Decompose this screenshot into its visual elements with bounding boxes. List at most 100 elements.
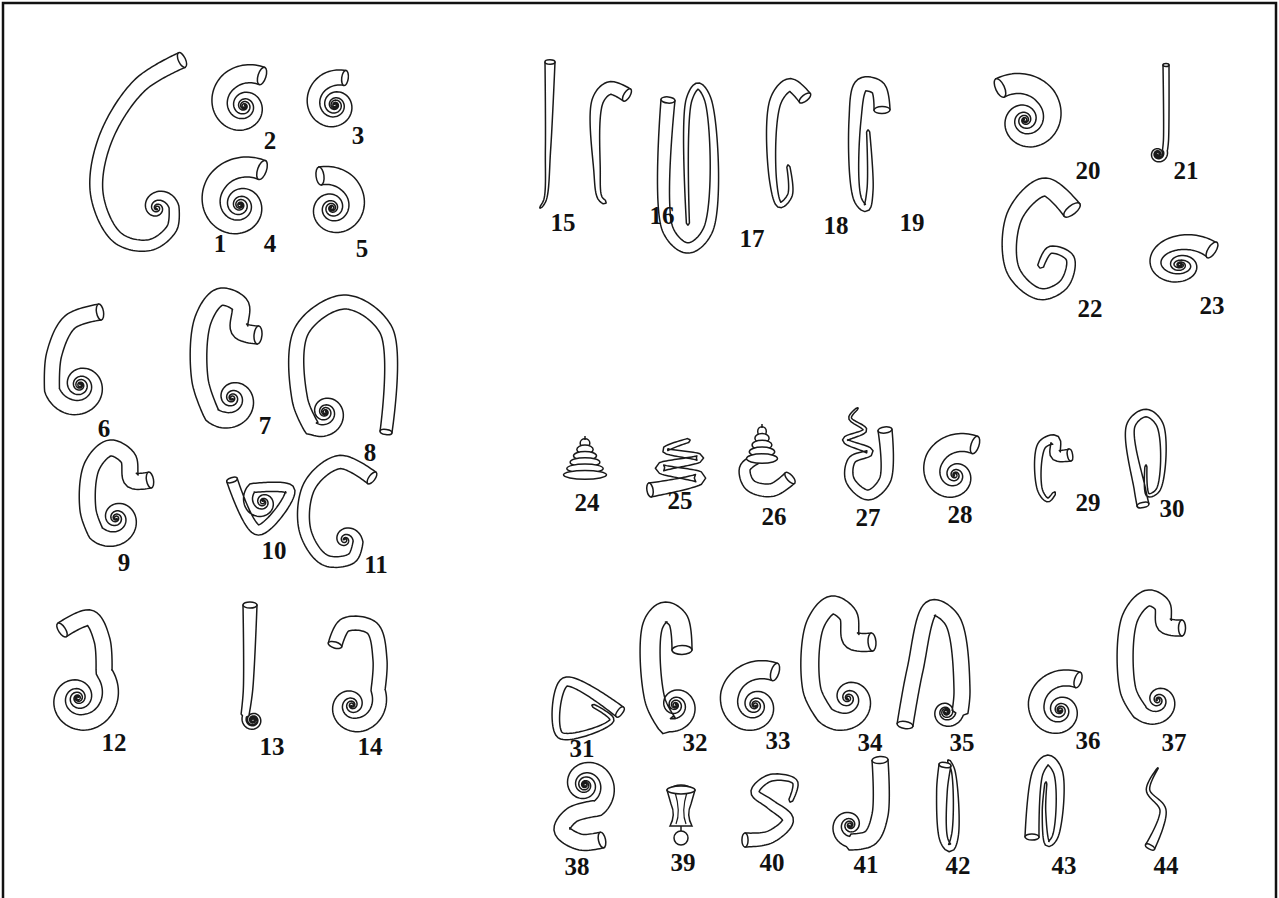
shell-23 <box>1150 235 1220 282</box>
aperture <box>769 662 782 682</box>
shell-outline <box>1125 409 1166 506</box>
aperture <box>255 159 270 181</box>
callout-number: 37 <box>1162 730 1187 755</box>
aperture <box>872 756 888 764</box>
shell-29 <box>1035 435 1074 502</box>
callout-number: 18 <box>824 213 849 238</box>
aperture <box>253 326 263 345</box>
shell-21 <box>1152 63 1170 161</box>
aperture <box>1025 834 1039 840</box>
callout-number: 43 <box>1052 853 1077 878</box>
bulb <box>674 831 688 845</box>
aperture <box>95 304 105 321</box>
shell-42 <box>937 760 960 852</box>
aperture <box>867 633 876 652</box>
shell-outline <box>1146 768 1167 850</box>
shell-outline <box>241 605 261 729</box>
shell-8 <box>289 295 398 436</box>
aperture <box>243 602 257 608</box>
shell-outline <box>313 166 364 232</box>
whorl <box>564 470 607 479</box>
callout-number: 35 <box>950 730 975 755</box>
apex <box>584 436 586 440</box>
shell-7 <box>190 288 263 428</box>
shell-38 <box>554 762 614 850</box>
shell-26-spire <box>747 424 778 463</box>
callout-number: 11 <box>364 552 388 577</box>
callout-number: 32 <box>683 730 708 755</box>
aperture <box>1163 63 1169 66</box>
callout-number: 41 <box>854 852 879 877</box>
aperture <box>621 87 634 102</box>
aperture <box>614 706 625 719</box>
callout-number: 6 <box>98 416 111 441</box>
shell-14 <box>327 616 387 732</box>
aperture <box>968 435 981 455</box>
shell-10 <box>226 476 295 535</box>
aperture <box>874 106 890 113</box>
callout-number: 15 <box>551 210 576 235</box>
shell-outline <box>833 759 889 849</box>
shell-outline <box>849 77 890 212</box>
shell-31 <box>552 677 626 740</box>
shell-outline <box>1028 670 1080 733</box>
shell-33 <box>720 661 781 731</box>
callout-number: 7 <box>259 413 272 438</box>
shell-37 <box>1117 590 1185 724</box>
aperture <box>545 60 555 65</box>
shell-28 <box>924 434 982 498</box>
shell-outline <box>289 295 398 436</box>
shell-outline <box>1025 755 1064 847</box>
aperture <box>327 640 342 650</box>
shell-outline <box>801 596 873 730</box>
callout-number: 29 <box>1076 490 1101 515</box>
apex <box>761 424 763 428</box>
callout-number: 19 <box>900 210 925 235</box>
shell-outline <box>227 478 295 535</box>
shell-19 <box>849 77 891 212</box>
aperture <box>661 96 675 103</box>
aperture <box>667 786 695 794</box>
shell-16 <box>590 82 633 204</box>
shell-outline <box>44 304 102 415</box>
shell-outline <box>212 65 265 130</box>
callout-number: 16 <box>650 203 675 228</box>
callout-number: 13 <box>260 734 285 759</box>
shell-1 <box>90 51 189 251</box>
shell-figures <box>44 51 1220 852</box>
callout-number: 12 <box>102 730 127 755</box>
shell-43 <box>1025 755 1064 847</box>
shell-outline <box>202 157 265 234</box>
shell-outline <box>1035 435 1072 502</box>
aperture <box>1072 671 1083 688</box>
aperture <box>1145 843 1156 852</box>
frame <box>3 3 1276 898</box>
shell-outline <box>552 677 624 740</box>
aperture <box>597 831 607 848</box>
callout-number: 5 <box>356 236 369 261</box>
aperture <box>646 483 654 498</box>
shell-20 <box>992 74 1061 147</box>
callout-number: 26 <box>762 504 787 529</box>
callout-number: 2 <box>264 128 277 153</box>
callout-number: 25 <box>668 488 693 513</box>
shell-outline <box>720 661 777 731</box>
shell-36 <box>1028 670 1083 733</box>
shell-outline <box>540 62 555 208</box>
aperture <box>145 472 155 489</box>
shell-outline <box>937 760 960 852</box>
callout-number: 20 <box>1076 158 1101 183</box>
shell-30 <box>1125 409 1166 509</box>
shell-outline <box>79 440 151 546</box>
aperture <box>175 51 188 68</box>
aperture <box>1061 200 1082 219</box>
aperture <box>315 167 325 186</box>
shell-2 <box>212 65 269 130</box>
shell-ridge <box>675 792 687 824</box>
callout-number: 24 <box>575 490 600 515</box>
shell-outline <box>90 53 186 252</box>
callout-number: 44 <box>1154 853 1179 878</box>
